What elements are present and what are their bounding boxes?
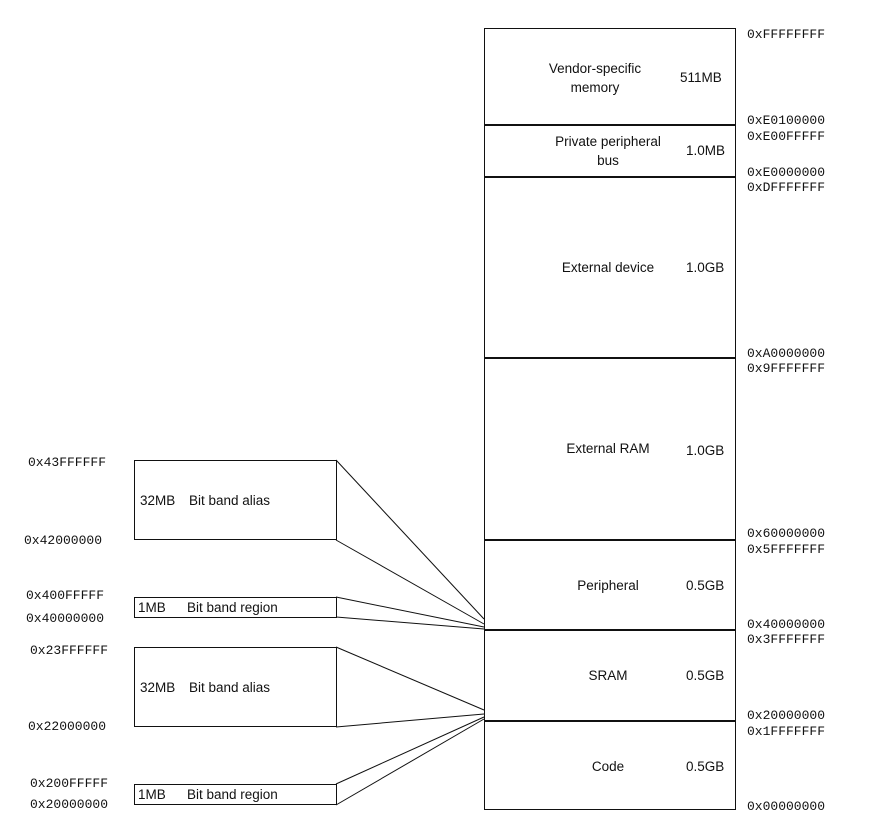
bit-band-label: Bit band alias (189, 493, 270, 508)
region-size: 0.5GB (686, 578, 724, 593)
bit-band-size: 1MB (138, 600, 166, 615)
region-size: 0.5GB (686, 668, 724, 683)
address-label: 0xA0000000 (747, 346, 825, 361)
region-name: memory (571, 80, 620, 95)
bit-band-bottom-address: 0x20000000 (30, 797, 108, 812)
connector-line (335, 596, 485, 628)
bit-band-size: 32MB (140, 680, 175, 695)
region-code: Code 0.5GB (592, 759, 724, 774)
region-name: External RAM (566, 441, 649, 456)
region-name: External device (562, 260, 654, 275)
address-label: 0x00000000 (747, 799, 825, 814)
region-name: Vendor-specific (549, 61, 642, 76)
bit-band-label: Bit band region (187, 787, 278, 802)
memory-map-column (484, 28, 736, 810)
region-name: SRAM (588, 668, 627, 683)
bit-band-label: Bit band region (187, 600, 278, 615)
bit-band-alias-outline (134, 647, 337, 727)
region-external-device: External device 1.0GB (562, 260, 724, 275)
bit-band-region-box-upper: 1MB Bit band region 0x400FFFFF 0x4000000… (26, 588, 337, 626)
bit-band-label: Bit band alias (189, 680, 270, 695)
region-size: 1.0GB (686, 443, 724, 458)
address-label: 0x5FFFFFFF (747, 542, 825, 557)
connector-lines (335, 459, 485, 806)
region-vendor-specific-memory: Vendor-specific memory 511MB (549, 61, 722, 95)
address-label: 0xE0100000 (747, 113, 825, 128)
bit-band-bottom-address: 0x22000000 (28, 719, 106, 734)
region-name: Peripheral (577, 578, 639, 593)
bit-band-bottom-address: 0x42000000 (24, 533, 102, 548)
region-name: Code (592, 759, 624, 774)
region-external-ram: External RAM 1.0GB (566, 441, 724, 458)
region-peripheral: Peripheral 0.5GB (577, 578, 724, 593)
bit-band-region-box-lower: 1MB Bit band region 0x200FFFFF 0x2000000… (30, 776, 337, 812)
connector-line (335, 718, 485, 806)
region-size: 0.5GB (686, 759, 724, 774)
connector-line (335, 646, 485, 711)
bit-band-size: 32MB (140, 493, 175, 508)
region-size: 1.0MB (686, 143, 725, 158)
bit-band-region-outline (134, 597, 337, 618)
bit-band-alias-outline (134, 460, 337, 540)
address-labels: 0xFFFFFFFF 0xE0100000 0xE00FFFFF 0xE0000… (747, 27, 825, 814)
address-label: 0xE00FFFFF (747, 129, 825, 144)
address-label: 0x40000000 (747, 617, 825, 632)
region-private-peripheral-bus: Private peripheral bus 1.0MB (555, 134, 725, 168)
address-label: 0x1FFFFFFF (747, 724, 825, 739)
connector-line (335, 459, 485, 620)
connector-line (335, 539, 485, 625)
region-sram: SRAM 0.5GB (588, 668, 724, 683)
address-label: 0x9FFFFFFF (747, 361, 825, 376)
bit-band-top-address: 0x43FFFFFF (28, 455, 106, 470)
connector-line (335, 713, 485, 728)
connector-line (335, 716, 485, 785)
bit-band-size: 1MB (138, 787, 166, 802)
address-label: 0x3FFFFFFF (747, 632, 825, 647)
bit-band-alias-box-lower: 32MB Bit band alias 0x23FFFFFF 0x2200000… (28, 643, 337, 734)
bit-band-top-address: 0x400FFFFF (26, 588, 104, 603)
region-size: 1.0GB (686, 260, 724, 275)
bit-band-top-address: 0x23FFFFFF (30, 643, 108, 658)
bit-band-region-outline (134, 784, 337, 805)
bit-band-alias-box-upper: 32MB Bit band alias 0x43FFFFFF 0x4200000… (24, 455, 337, 548)
bit-band-bottom-address: 0x40000000 (26, 611, 104, 626)
connector-line (335, 616, 485, 630)
bit-band-top-address: 0x200FFFFF (30, 776, 108, 791)
address-label: 0xDFFFFFFF (747, 180, 825, 195)
address-label: 0xE0000000 (747, 165, 825, 180)
address-label: 0x60000000 (747, 526, 825, 541)
address-label: 0xFFFFFFFF (747, 27, 825, 42)
region-name: bus (597, 153, 619, 168)
region-size: 511MB (680, 70, 722, 85)
address-label: 0x20000000 (747, 708, 825, 723)
region-name: Private peripheral (555, 134, 661, 149)
